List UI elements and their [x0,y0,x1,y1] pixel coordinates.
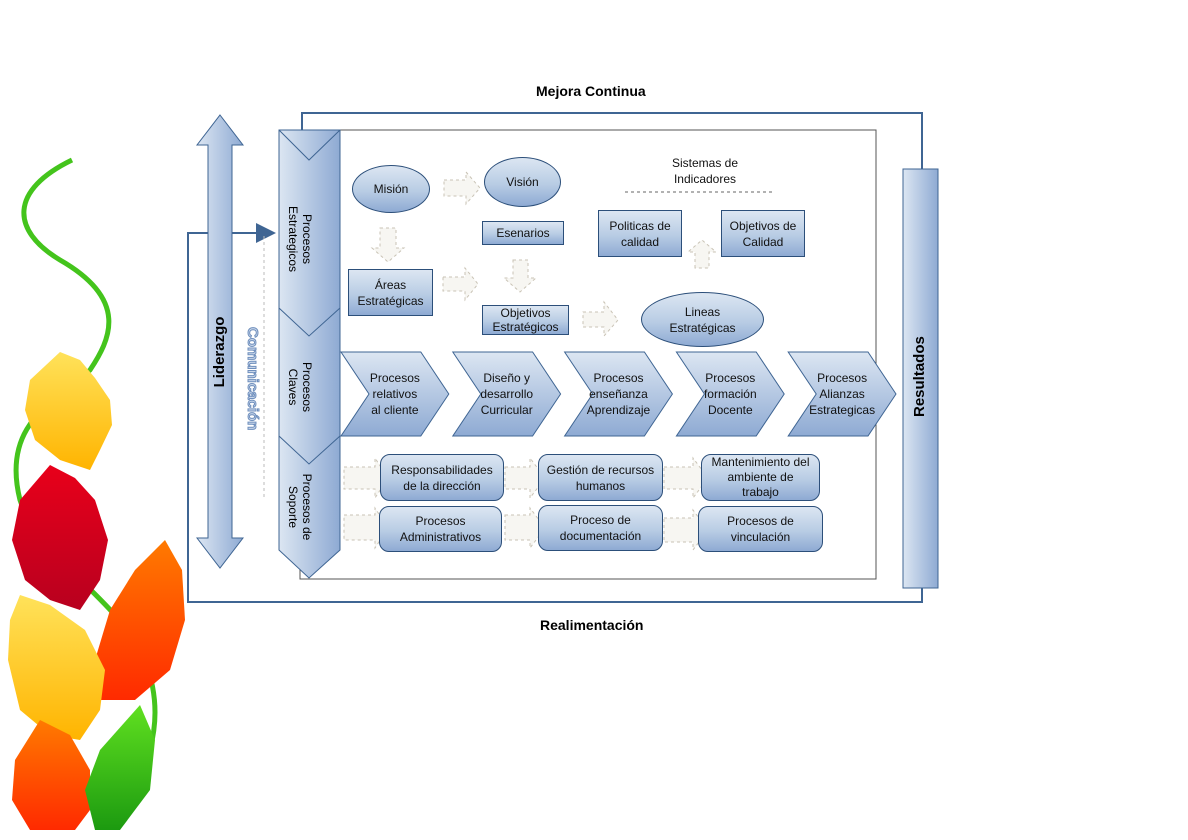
mejora-continua-title: Mejora Continua [536,83,646,99]
mision-node: Misión [352,165,430,213]
leaf-red [12,465,108,610]
comunicacion-label: Comunicación [244,327,262,431]
autumn-leaves-decoration [8,157,185,830]
resultados-label: Resultados [911,336,928,417]
leaf-yellow-top [25,352,112,470]
leaf-yellow-bottom [8,595,105,740]
vision-node: Visión [484,157,561,207]
realimentacion-title: Realimentación [540,617,644,633]
esenarios-node: Esenarios [482,221,564,245]
leaf-orange-right [95,540,185,700]
leaf-orange-bottom [12,720,90,830]
liderazgo-label: Liderazgo [211,316,228,388]
leaf-green [85,705,155,830]
